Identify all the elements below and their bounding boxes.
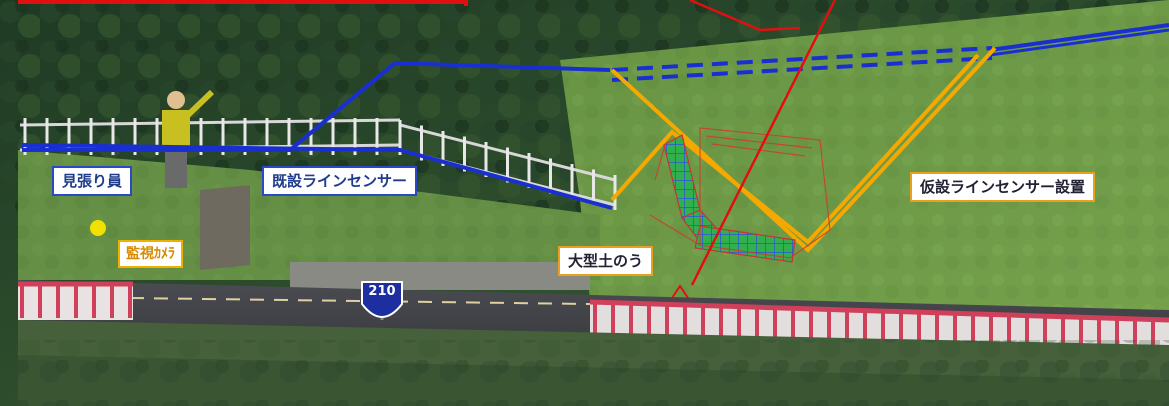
existing-sensor-line-lower [21, 143, 613, 210]
red-reference-line [690, 0, 837, 286]
temporary-sensor-line-outer [610, 46, 997, 253]
route-shield-icon [361, 281, 403, 318]
camera-location-icon [90, 220, 106, 236]
route-number: 210 [368, 284, 396, 299]
watcher-label: 見張り員 [52, 166, 133, 196]
existing-sensor-label: 既設ラインセンサー [262, 166, 418, 196]
sandbag-label: 大型土のう [558, 246, 654, 276]
temporary-sensor-label: 仮設ラインセンサー設置 [910, 172, 1096, 202]
worker-figure-icon [162, 89, 215, 188]
existing-sensor-line [22, 60, 611, 152]
camera-label: 監視ｶﾒﾗ [118, 240, 183, 268]
